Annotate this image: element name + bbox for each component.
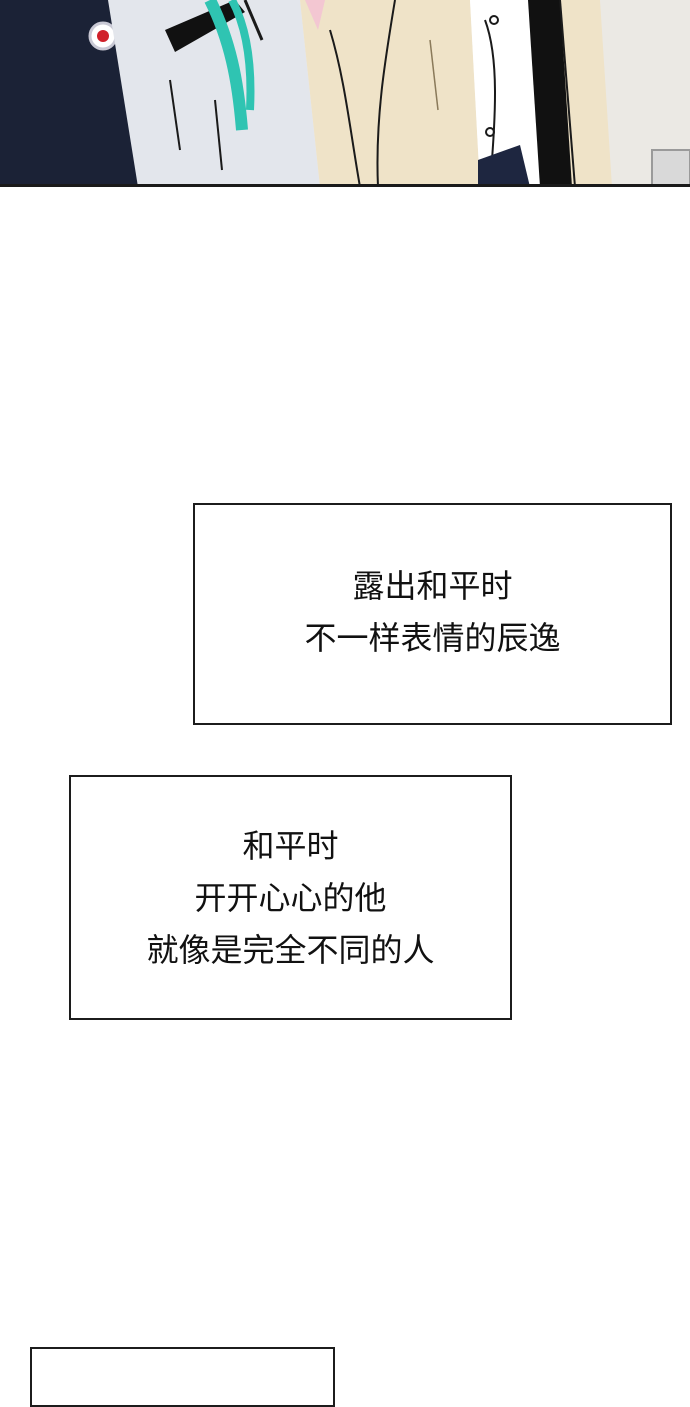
caption-box-3 <box>30 1347 335 1407</box>
comic-illustration-drawing <box>0 0 690 187</box>
caption-1-line-1: 露出和平时 <box>352 567 513 605</box>
comic-panel-illustration <box>0 0 690 187</box>
caption-2-line-1: 和平时 <box>242 826 339 865</box>
caption-2-line-3: 就像是完全不同的人 <box>146 930 435 969</box>
caption-box-2: 和平时 开开心心的他 就像是完全不同的人 <box>69 775 512 1020</box>
caption-box-1: 露出和平时 不一样表情的辰逸 <box>193 503 672 725</box>
panel-border <box>0 184 690 187</box>
caption-2-line-2: 开开心心的他 <box>194 878 387 917</box>
caption-1-line-2: 不一样表情的辰逸 <box>304 619 561 657</box>
